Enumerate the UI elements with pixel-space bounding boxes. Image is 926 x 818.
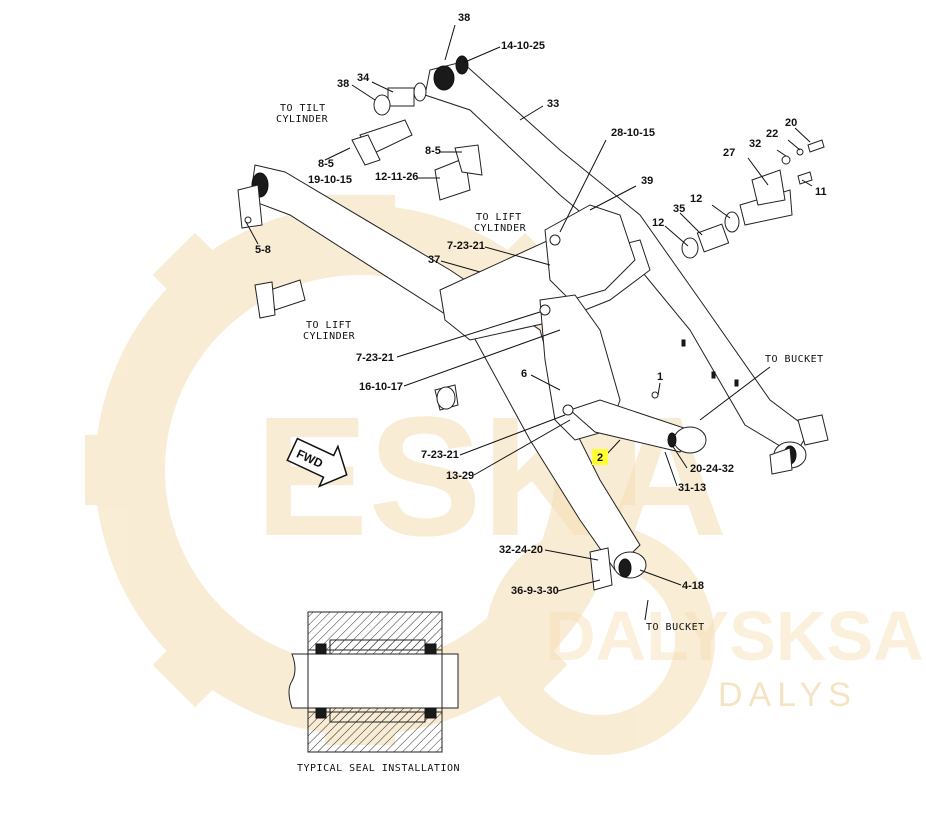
pin-34 xyxy=(387,87,415,107)
bellcrank-bottom-bolt xyxy=(562,404,574,416)
callout-32: 32 xyxy=(749,138,761,150)
bellcrank-top-bolt xyxy=(539,304,551,316)
callout-2-highlight xyxy=(592,449,608,465)
tilt-pin-plate xyxy=(351,134,381,166)
callout-4-18: 4-18 xyxy=(682,580,704,592)
washer-38 xyxy=(373,94,391,116)
callout-39: 39 xyxy=(641,175,653,187)
callout-22: 22 xyxy=(766,128,778,140)
seal-12-a xyxy=(681,237,699,259)
callout-27: 27 xyxy=(723,147,735,159)
bushing-top xyxy=(329,639,426,655)
note-to-lift-a-1: TO LIFT xyxy=(476,212,522,223)
callout-12-b: 12 xyxy=(690,193,702,205)
watermark-brand-secondary: DALYSKSA xyxy=(545,597,924,675)
callout-7-23-21-b: 7-23-21 xyxy=(356,352,394,364)
lift-pin-left-plate xyxy=(254,281,276,319)
arm-hole xyxy=(734,379,739,387)
callout-5-8: 5-8 xyxy=(255,244,271,256)
callout-36-9-3-30: 36-9-3-30 xyxy=(511,585,559,597)
bolt-11 xyxy=(797,171,813,185)
grease-fitting-1 xyxy=(651,391,659,399)
bracket-bolt xyxy=(244,216,252,224)
fwd-arrow: FWD xyxy=(286,437,348,488)
linkage-drawing xyxy=(237,55,829,591)
callout-6: 6 xyxy=(521,368,527,380)
callout-1: 1 xyxy=(657,371,663,383)
callout-20-24-32: 20-24-32 xyxy=(690,463,734,475)
nut-22 xyxy=(796,148,804,156)
callout-12-11-26: 12-11-26 xyxy=(375,171,418,183)
callout-labels: 38 14-10-25 38 34 33 28-10-15 8-5 19-10-… xyxy=(255,12,827,597)
callout-12-a: 12 xyxy=(652,217,664,229)
bucket-pin-left-plate xyxy=(589,547,613,591)
cross-tube-end xyxy=(544,204,636,301)
callout-38-top: 38 xyxy=(458,12,470,24)
callout-31-13: 31-13 xyxy=(678,482,706,494)
seal-top-right xyxy=(425,643,437,655)
link-bucket-pivot xyxy=(673,426,707,454)
washer-32 xyxy=(781,155,791,165)
leader-lines xyxy=(245,24,813,621)
top-right-bushing xyxy=(433,65,455,91)
callout-32-24-20: 32-24-20 xyxy=(499,544,543,556)
callout-34: 34 xyxy=(357,72,370,84)
link-bushing xyxy=(667,432,677,448)
cross-tube-bolt xyxy=(549,234,561,246)
watermark-tagline: DALYS xyxy=(718,676,857,714)
callout-20: 20 xyxy=(785,117,797,129)
callout-8-5-a: 8-5 xyxy=(318,158,334,170)
callout-7-23-21-c: 7-23-21 xyxy=(421,449,459,461)
bucket-pin-right xyxy=(769,447,793,475)
bellcrank-pin-end xyxy=(436,386,456,410)
callout-2: 2 xyxy=(597,452,603,464)
bolt-20 xyxy=(807,139,825,153)
note-to-lift-b-1: TO LIFT xyxy=(306,320,352,331)
pin-27-plate xyxy=(751,169,786,206)
bushing-35 xyxy=(696,223,730,253)
callout-14-10-25: 14-10-25 xyxy=(501,40,545,52)
bushing-bottom xyxy=(329,707,426,723)
callout-37: 37 xyxy=(428,254,440,266)
callout-38-left: 38 xyxy=(337,78,349,90)
note-to-bucket-a: TO BUCKET xyxy=(765,354,824,365)
shaft xyxy=(288,653,459,709)
callout-28-10-15: 28-10-15 xyxy=(611,127,655,139)
callout-7-23-21-a: 7-23-21 xyxy=(447,240,485,252)
seal-bottom-right xyxy=(425,707,437,719)
arm-hole xyxy=(711,371,716,379)
note-to-tilt-2: CYLINDER xyxy=(276,114,329,125)
callout-19-10-15: 19-10-15 xyxy=(308,174,352,186)
note-to-tilt-1: TO TILT xyxy=(280,103,326,114)
arm-hole xyxy=(681,339,686,347)
callout-13-29: 13-29 xyxy=(446,470,474,482)
callout-35: 35 xyxy=(673,203,685,215)
bracket-5-8 xyxy=(237,184,263,229)
left-bushing xyxy=(618,558,632,578)
seal-top-left xyxy=(315,643,327,655)
notes: TO TILT CYLINDER TO LIFT CYLINDER TO LIF… xyxy=(276,103,824,633)
seal-caption: TYPICAL SEAL INSTALLATION xyxy=(297,763,460,774)
note-to-lift-b-2: CYLINDER xyxy=(303,331,356,342)
note-to-lift-a-2: CYLINDER xyxy=(474,223,527,234)
seal-12-b xyxy=(724,211,740,233)
seal-bottom-left xyxy=(315,707,327,719)
callout-11: 11 xyxy=(815,186,827,198)
note-to-bucket-b: TO BUCKET xyxy=(646,622,705,633)
top-right-seal xyxy=(455,55,469,75)
callout-16-10-17: 16-10-17 xyxy=(359,381,403,393)
pin-34-end xyxy=(413,82,427,102)
seal-installation-inset: TYPICAL SEAL INSTALLATION xyxy=(288,611,460,774)
bucket-pin-right-plate xyxy=(797,414,829,446)
callout-8-5-b: 8-5 xyxy=(425,145,441,157)
callout-33: 33 xyxy=(547,98,559,110)
